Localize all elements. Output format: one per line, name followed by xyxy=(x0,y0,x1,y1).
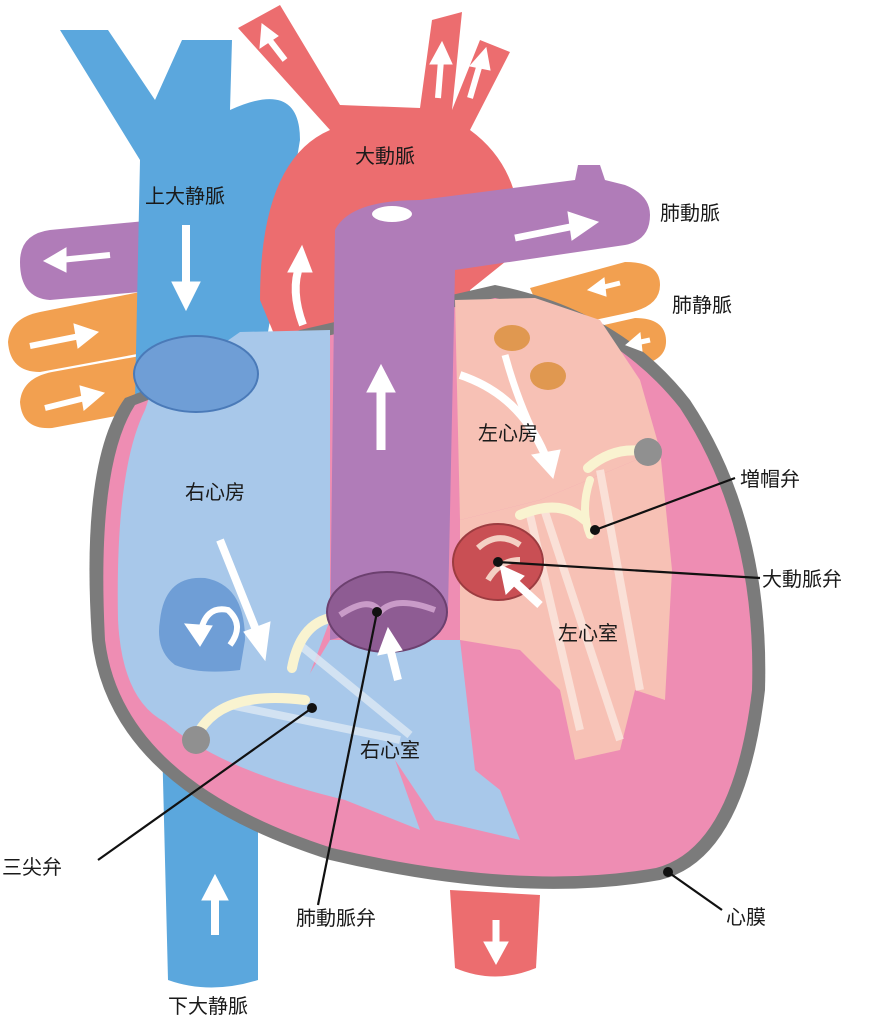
arrow-pa-right xyxy=(514,222,576,242)
papillary-knob-right xyxy=(182,726,210,754)
arrow-pa-right-head xyxy=(567,211,600,241)
leader-papillary xyxy=(594,476,736,532)
arrow-la-head xyxy=(531,449,561,480)
mitral-valve-leaflet-3 xyxy=(581,476,594,539)
pulmonary-vein-opening-2 xyxy=(530,362,566,390)
arrow-aorta-2 xyxy=(435,59,444,99)
leader-lines xyxy=(97,476,761,911)
dot-pulmonary-valve xyxy=(372,607,382,617)
arrow-pv-left-2 xyxy=(44,395,86,411)
label-inferior-vena-cava: 下大静脈 xyxy=(168,994,248,1018)
label-superior-vena-cava: 上大静脈 xyxy=(145,184,225,208)
leader-pulmonary-valve xyxy=(316,611,379,906)
arrow-aorta-1 xyxy=(265,36,288,62)
label-left-ventricle: 左心室 xyxy=(558,621,618,645)
arrow-aorta-down-head xyxy=(483,941,509,966)
tricuspid-valve-leaflet-2 xyxy=(287,613,335,673)
pulmonary-artery-trunk xyxy=(330,165,650,640)
mitral-valve-leaflet-1 xyxy=(515,502,590,525)
label-pulmonary-valve: 肺動脈弁 xyxy=(296,906,376,930)
leader-aortic-valve xyxy=(497,560,761,580)
arrow-cs-curl-head xyxy=(184,623,213,647)
arrow-ivc-up-head xyxy=(201,873,229,901)
arrow-rv-up-head xyxy=(377,626,403,656)
label-left-atrium: 左心房 xyxy=(478,421,538,445)
leader-pericardium xyxy=(667,871,723,911)
arrow-pa-trunk-up-head xyxy=(366,363,396,393)
dot-aortic-valve xyxy=(493,557,503,567)
left-atrium-chamber xyxy=(455,298,660,520)
arrow-aorta-3-head xyxy=(469,46,491,71)
superior-vena-cava-vessel xyxy=(60,30,300,400)
label-papillary-muscle: 増帽弁 xyxy=(740,467,800,491)
arrow-pv-right-1-head xyxy=(586,277,607,297)
pulmonary-vein-opening-1 xyxy=(494,325,530,351)
label-tricuspid-valve: 三尖弁 xyxy=(2,855,62,879)
arrow-pa-left-head xyxy=(42,247,67,273)
label-pulmonary-vein: 肺静脈 xyxy=(672,293,732,317)
arrow-pv-right-2-head xyxy=(625,332,643,352)
arrow-svc-down-head xyxy=(171,281,201,312)
arrow-ra-down-head xyxy=(243,621,271,662)
aorta-arch-opening xyxy=(372,206,412,222)
arrow-aorta-2-head xyxy=(429,40,453,65)
superior-vena-cava-ring xyxy=(133,335,259,413)
arrow-lv-up-head xyxy=(499,564,525,596)
arrow-rv-up xyxy=(386,647,402,681)
label-aorta: 大動脈 xyxy=(355,144,415,168)
tricuspid-valve-leaflet-1 xyxy=(195,693,310,735)
papillary-knob-left xyxy=(634,438,662,466)
arrow-pv-left-1 xyxy=(29,333,81,349)
right-ventricle-chamber xyxy=(165,640,520,840)
dot-papillary xyxy=(590,525,600,535)
label-aortic-valve: 大動脈弁 xyxy=(762,567,842,591)
label-right-ventricle: 右心室 xyxy=(360,738,420,762)
dot-pericardium xyxy=(663,867,673,877)
label-right-atrium: 右心房 xyxy=(185,480,245,504)
leader-tricuspid xyxy=(97,707,313,861)
arrow-ra-down xyxy=(216,538,262,637)
arrow-lv-up xyxy=(512,579,543,608)
dot-tricuspid xyxy=(307,703,317,713)
arrow-aorta-ascending-head xyxy=(287,244,313,273)
arrow-pv-left-1-head xyxy=(73,323,100,349)
label-pericardium: 心膜 xyxy=(726,905,766,929)
arrow-aorta-3 xyxy=(467,63,483,99)
arrow-aorta-1-head xyxy=(259,23,279,49)
flow-arrows xyxy=(29,23,651,966)
arrow-cs-curl xyxy=(197,606,240,647)
arrow-la-2 xyxy=(501,354,549,457)
arrow-pa-left xyxy=(59,252,111,263)
arrow-pv-left-2-head xyxy=(79,385,106,411)
label-pulmonary-artery: 肺動脈 xyxy=(660,201,720,225)
